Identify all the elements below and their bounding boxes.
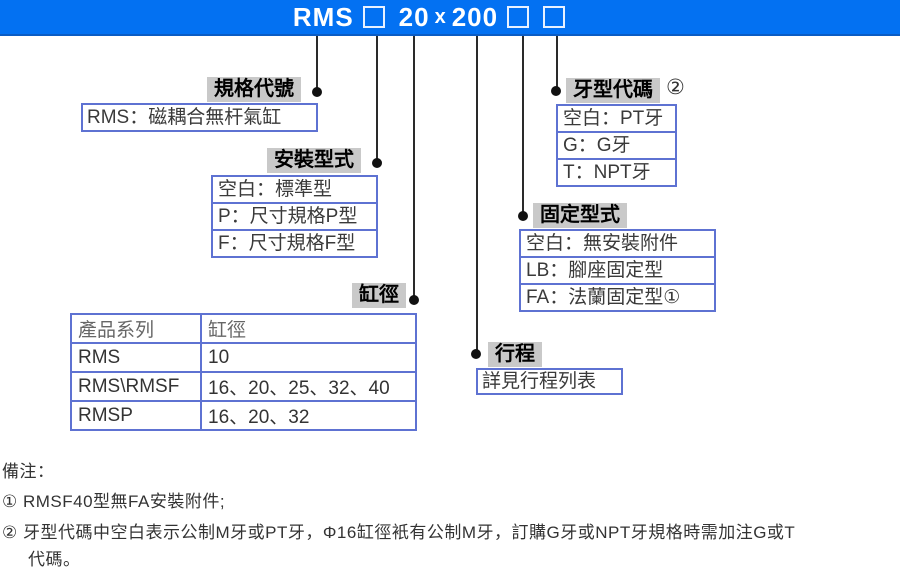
- bore-table-cell: RMS\RMSF: [70, 371, 202, 402]
- bore-table-row: RMS\RMSF 16、20、25、32、40: [70, 371, 417, 402]
- thread-option: T：NPT牙: [563, 162, 651, 183]
- fixing-option: 空白：無安裝附件: [521, 231, 714, 258]
- bore-table-cell: 16、20、25、32、40: [200, 371, 417, 402]
- thread-note-ref: ②: [666, 76, 685, 99]
- fixing-type-options: 空白：無安裝附件 LB：腳座固定型 FA：法蘭固定型①: [519, 229, 716, 312]
- bore-table: 產品系列 缸徑 RMS 10 RMS\RMSF 16、20、25、32、40 R…: [70, 313, 417, 431]
- thread-option: 空白：PT牙: [558, 106, 675, 133]
- connector-line-thread: [556, 36, 558, 91]
- connector-line-spec: [316, 36, 318, 92]
- spec-code-desc: RMS：磁耦合無杆氣缸: [81, 103, 318, 132]
- spec-code-label: 規格代號: [207, 77, 301, 102]
- mount-option: 空白：標準型: [213, 177, 376, 204]
- connector-line-mount: [376, 36, 378, 163]
- bore-table-cell: RMSP: [70, 400, 202, 431]
- connector-dot-thread: [551, 86, 561, 96]
- bore-table-cell: 10: [200, 342, 417, 373]
- connector-dot-spec: [312, 87, 322, 97]
- fixing-option: LB：腳座固定型: [521, 258, 714, 285]
- bore-table-header-row: 產品系列 缸徑: [70, 313, 417, 344]
- bore-table-row: RMS 10: [70, 342, 417, 373]
- model-number: RMS 20 x 200: [0, 0, 880, 34]
- connector-dot-bore: [409, 295, 419, 305]
- bore-table-row: RMSP 16、20、32: [70, 400, 417, 431]
- model-series: RMS: [292, 1, 354, 32]
- blank-box-fixing-icon: [507, 6, 530, 28]
- bore-table-header-bore: 缸徑: [200, 313, 417, 344]
- fixing-option: FA：法蘭固定型①: [526, 287, 681, 308]
- connector-dot-stroke: [471, 349, 481, 359]
- thread-option: G：G牙: [558, 133, 675, 160]
- note-2-continued: 代碼。: [28, 550, 81, 569]
- connector-line-stroke: [476, 36, 478, 354]
- multiply-sign: x: [434, 5, 447, 28]
- stroke-desc: 詳見行程列表: [476, 368, 623, 395]
- bore-table-header-series: 產品系列: [70, 313, 202, 344]
- bore-table-cell: 16、20、32: [200, 400, 417, 431]
- connector-line-bore: [413, 36, 415, 300]
- model-bore: 20: [398, 1, 430, 32]
- note-2: ② 牙型代碼中空白表示公制M牙或PT牙，Φ16缸徑衹有公制M牙，訂購G牙或NPT…: [2, 523, 796, 542]
- fixing-type-label: 固定型式: [533, 203, 627, 228]
- model-stroke: 200: [451, 1, 499, 32]
- connector-line-fixing: [522, 36, 524, 216]
- thread-code-options: 空白：PT牙 G：G牙 T：NPT牙: [556, 104, 677, 187]
- blank-box-mount-icon: [362, 6, 385, 28]
- blank-box-thread-icon: [543, 6, 566, 28]
- note-1: ① RMSF40型無FA安裝附件;: [2, 492, 226, 511]
- mount-type-options: 空白：標準型 P：尺寸規格P型 F：尺寸規格F型: [211, 175, 378, 258]
- thread-code-label: 牙型代碼: [566, 78, 660, 103]
- stroke-label: 行程: [488, 342, 542, 367]
- mount-type-label: 安裝型式: [267, 148, 361, 173]
- notes-heading: 備注：: [2, 462, 55, 481]
- mount-option: F：尺寸規格F型: [218, 233, 356, 254]
- model-number-bar: RMS 20 x 200: [0, 0, 900, 36]
- bore-label: 缸徑: [352, 283, 406, 308]
- connector-dot-fixing: [518, 211, 528, 221]
- mount-option: P：尺寸規格P型: [213, 204, 376, 231]
- bore-table-cell: RMS: [70, 342, 202, 373]
- connector-dot-mount: [372, 158, 382, 168]
